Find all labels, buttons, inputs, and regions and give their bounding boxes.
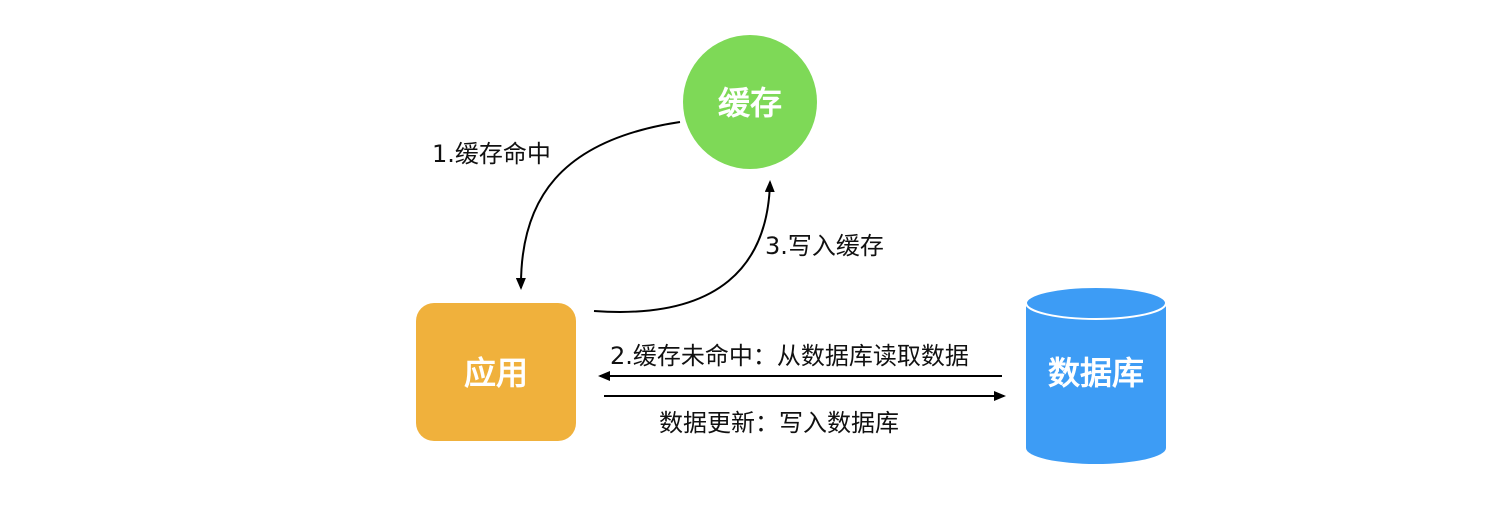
write-cache-arrow (593, 180, 775, 313)
write-cache-label: 3.写入缓存 (765, 232, 884, 260)
app-node-shape (416, 303, 576, 441)
update-write-db-label: 数据更新：写入数据库 (659, 409, 899, 437)
cache-hit-arrow (515, 121, 681, 290)
cache-node-label: 缓存 (718, 84, 782, 122)
database-node-label: 数据库 (1048, 354, 1144, 392)
app-node: 应用 (416, 303, 576, 441)
app-node-label: 应用 (464, 354, 528, 392)
cache-node: 缓存 (683, 35, 817, 169)
cache-node-shape (683, 35, 817, 169)
cache-miss-read-db-label: 2.缓存未命中：从数据库读取数据 (610, 342, 969, 370)
database-node-body (1026, 303, 1166, 464)
cache-hit-label: 1.缓存命中 (432, 140, 551, 168)
database-node-top (1025, 286, 1167, 320)
database-node: 数据库 (1025, 286, 1167, 464)
